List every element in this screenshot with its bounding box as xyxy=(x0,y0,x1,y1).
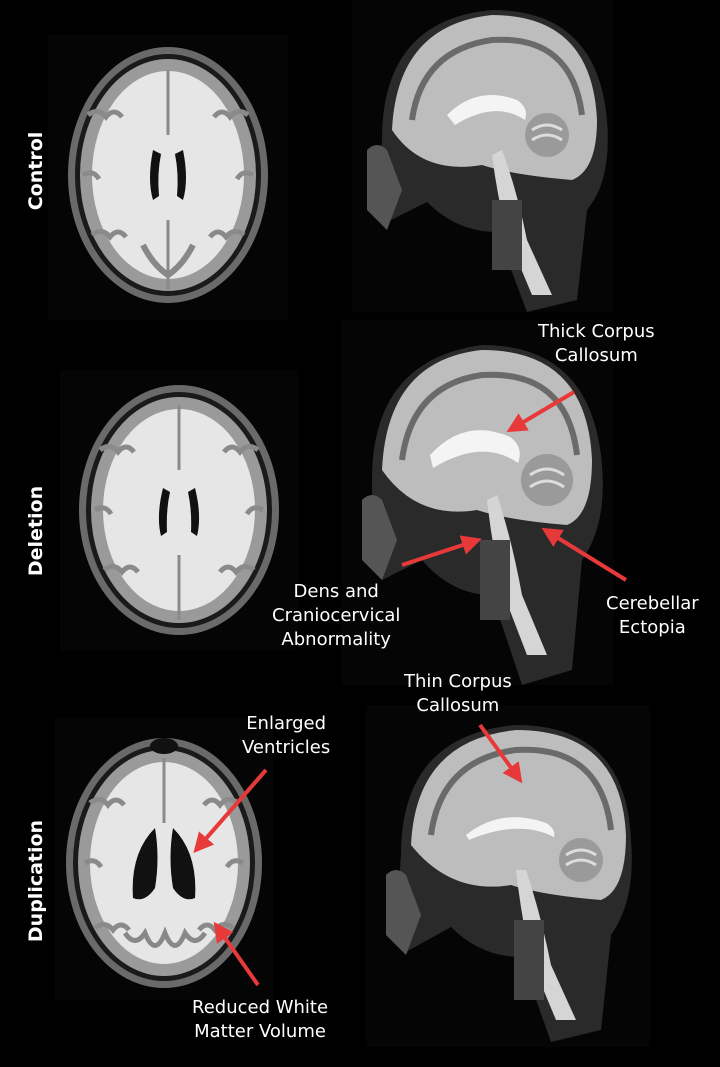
duplication-sagittal-mri xyxy=(366,705,650,1047)
label-reduced-white-matter: Reduced White Matter Volume xyxy=(192,997,329,1042)
control-sagittal-mri xyxy=(352,0,614,312)
label-thin-corpus-callosum: Thin Corpus Callosum xyxy=(404,671,512,716)
label-thick-corpus-callosum: Thick Corpus Callosum xyxy=(538,321,655,366)
row-label-duplication: Duplication xyxy=(25,819,47,943)
label-cerebellar-ectopia: Cerebellar Ectopia xyxy=(606,593,699,638)
row-label-control: Control xyxy=(25,131,47,211)
deletion-axial-mri xyxy=(60,370,298,650)
label-dens-craniocervical: Dens and Craniocervical Abnormality xyxy=(272,581,401,650)
label-enlarged-ventricles: Enlarged Ventricles xyxy=(242,713,331,758)
row-label-deletion: Deletion xyxy=(25,485,47,577)
control-axial-mri xyxy=(48,35,288,320)
duplication-axial-mri xyxy=(55,718,273,1000)
